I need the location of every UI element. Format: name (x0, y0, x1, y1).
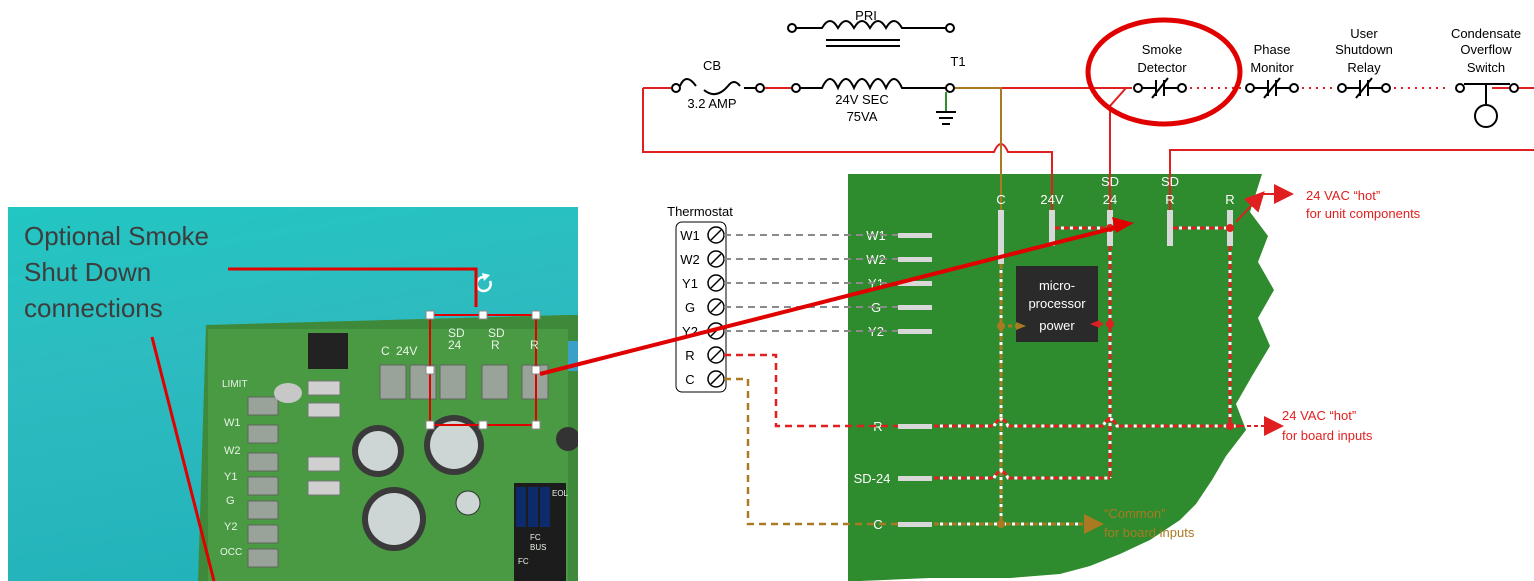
safety-switches (1133, 77, 1519, 128)
board-term-sd24-bottom: 24 (1103, 192, 1117, 207)
thermostat-screws (707, 226, 725, 388)
thermostat-term-g: G (685, 300, 695, 315)
callout-leader-top (228, 267, 478, 307)
photo-components (274, 333, 578, 581)
thermostat-c-wire (724, 377, 898, 526)
common-line-2: for board inputs (1104, 525, 1195, 540)
photo-label-w1: W1 (224, 417, 241, 429)
switch-user-line-2: Shutdown (1335, 42, 1393, 57)
board-bottom-r: R (873, 419, 882, 434)
board-input-terminals (898, 233, 932, 527)
board-term-sdr-bottom: R (1165, 192, 1174, 207)
thermostat-term-w2: W2 (680, 252, 700, 267)
callout-line-1: Optional Smoke (24, 221, 209, 251)
t1-label: T1 (950, 54, 965, 69)
photo-label-sd-2: SD (488, 326, 505, 340)
hot-unit-line-2: for unit components (1306, 206, 1421, 221)
board-input-g: G (871, 300, 881, 315)
photo-chip-bus: BUS (530, 543, 547, 552)
pri-label: PRI (855, 8, 877, 23)
switch-condensate-line-1: Condensate (1451, 26, 1521, 41)
photo-chip-fc-2: FC (518, 557, 529, 566)
micro-line-2: processor (1028, 296, 1086, 311)
board-input-y2: Y2 (868, 324, 884, 339)
pointer-arrow (539, 224, 1123, 376)
common-line-1: “Common” (1104, 506, 1165, 521)
board-input-w1: W1 (866, 228, 886, 243)
photo-chip-fc: FC (530, 533, 541, 542)
photo-label-y2: Y2 (224, 521, 238, 533)
hot-unit-line-1: 24 VAC “hot” (1306, 188, 1380, 203)
board-bottom-c: C (873, 517, 882, 532)
smoke-detector-highlight (1085, 17, 1243, 127)
photo-label-c: C (381, 344, 390, 358)
board-term-sdr-top: SD (1161, 174, 1179, 189)
rotate-handle-icon[interactable] (475, 273, 492, 293)
pointer-arrowhead (1112, 217, 1134, 233)
callout-leader-down (150, 336, 216, 581)
photo-label-24: 24 (448, 338, 462, 352)
photo-left-terminals (247, 396, 279, 568)
board-traces (934, 226, 1240, 526)
sec-line-2: 75VA (847, 109, 878, 124)
photo-label-w2: W2 (224, 445, 241, 457)
photo-label-limit: LIMIT (222, 379, 248, 390)
photo-label-g: G (226, 495, 235, 507)
photo-label-r-2: R (530, 338, 539, 352)
switch-smoke-line-2: Smoke (1142, 42, 1182, 57)
thermostat-term-w1: W1 (680, 228, 700, 243)
thermostat-r-wire (724, 353, 898, 428)
thermostat-term-r: R (685, 348, 694, 363)
photo-board-labels: C 24V SD 24 SD R R LIMIT W1 W2 Y1 G Y2 O… (8, 207, 578, 581)
switch-user-line-3: Relay (1347, 60, 1381, 75)
switch-user-line-1: User (1350, 26, 1378, 41)
board-bottom-sd24: SD-24 (854, 471, 891, 486)
photo-label-sd-1: SD (448, 326, 465, 340)
hot-unit-arrow (1235, 191, 1265, 223)
board-term-sd24-top: SD (1101, 174, 1119, 189)
board-input-w2: W2 (866, 252, 886, 267)
photo-label-24v: 24V (396, 344, 418, 358)
photo-label-r-1: R (491, 338, 500, 352)
thermostat-title: Thermostat (667, 204, 733, 219)
switch-condensate-line-2: Overflow (1460, 42, 1512, 57)
board-photo: Optional Smoke Shut Down connections C 2… (8, 207, 578, 581)
photo-highlight-box[interactable] (425, 310, 541, 430)
hot-board-line-1: 24 VAC “hot” (1282, 408, 1356, 423)
board-term-r: R (1225, 192, 1234, 207)
callout-line-2: Shut Down (24, 257, 152, 287)
cb-label: CB (703, 58, 721, 73)
hot-board-line-2: for board inputs (1282, 428, 1373, 443)
photo-label-occ: OCC (220, 547, 243, 558)
ground-icon (936, 92, 956, 125)
switch-smoke-line-3: Detector (1137, 60, 1187, 75)
callout-line-3: connections (24, 293, 163, 323)
board-term-c: C (996, 192, 1005, 207)
transformer-symbol (787, 20, 955, 93)
photo-chip-eol: EOL (552, 489, 569, 498)
micro-line-3: power (1039, 318, 1075, 333)
microprocessor-box (1016, 266, 1098, 342)
thermostat-term-c: C (685, 372, 694, 387)
circuit-breaker-symbol (671, 78, 765, 96)
photo-label-y1: Y1 (224, 471, 238, 483)
switch-condensate-line-3: Switch (1467, 60, 1505, 75)
sec-line-1: 24V SEC (835, 92, 888, 107)
switch-phase-line-2: Phase (1254, 42, 1291, 57)
board-photo-drawing (150, 267, 578, 581)
switch-phase-line-3: Monitor (1250, 60, 1294, 75)
thermostat-term-y1: Y1 (682, 276, 698, 291)
micro-line-1: micro- (1039, 278, 1075, 293)
cb-rating: 3.2 AMP (687, 96, 736, 111)
board-term-24v: 24V (1040, 192, 1063, 207)
